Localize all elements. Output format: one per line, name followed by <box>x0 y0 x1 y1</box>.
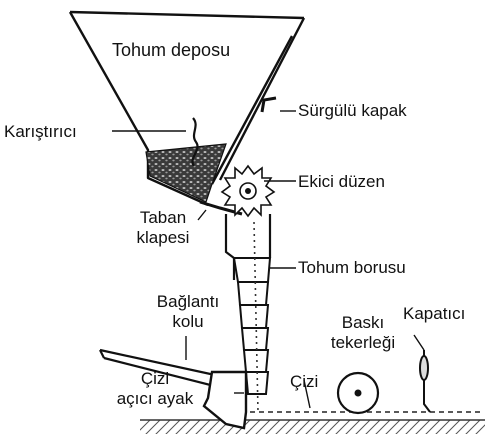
soil <box>140 420 485 434</box>
label-bottom-flap: Taban klapesi <box>128 208 198 248</box>
seed-mass <box>146 144 226 202</box>
label-opener-line2: açıcı ayak <box>80 389 230 409</box>
label-furrow: Çizi <box>290 372 318 392</box>
label-closer: Kapatıcı <box>403 304 465 324</box>
label-slide-gate: Sürgülü kapak <box>298 101 407 121</box>
closer <box>420 350 430 412</box>
metering-wheel <box>222 166 274 216</box>
label-opener: Çizi açıcı ayak <box>80 369 230 409</box>
label-press-wheel-line1: Baskı <box>322 313 404 333</box>
label-hopper: Tohum deposu <box>112 40 230 60</box>
label-opener-line1: Çizi <box>80 369 230 389</box>
label-bottom-flap-line1: Taban <box>128 208 198 228</box>
label-link-arm: Bağlantı kolu <box>140 292 236 332</box>
slide-gate <box>262 98 276 112</box>
label-bottom-flap-line2: klapesi <box>128 228 198 248</box>
metering-housing <box>226 214 270 280</box>
label-link-arm-line1: Bağlantı <box>140 292 236 312</box>
label-press-wheel-line2: tekerleği <box>322 333 404 353</box>
label-press-wheel: Baskı tekerleği <box>322 313 404 353</box>
label-metering: Ekici düzen <box>298 172 385 192</box>
label-agitator: Karıştırıcı <box>4 122 77 142</box>
press-wheel <box>338 373 378 413</box>
seed-drop-line <box>254 222 258 412</box>
label-link-arm-line2: kolu <box>140 312 236 332</box>
label-seed-tube: Tohum borusu <box>298 258 406 278</box>
